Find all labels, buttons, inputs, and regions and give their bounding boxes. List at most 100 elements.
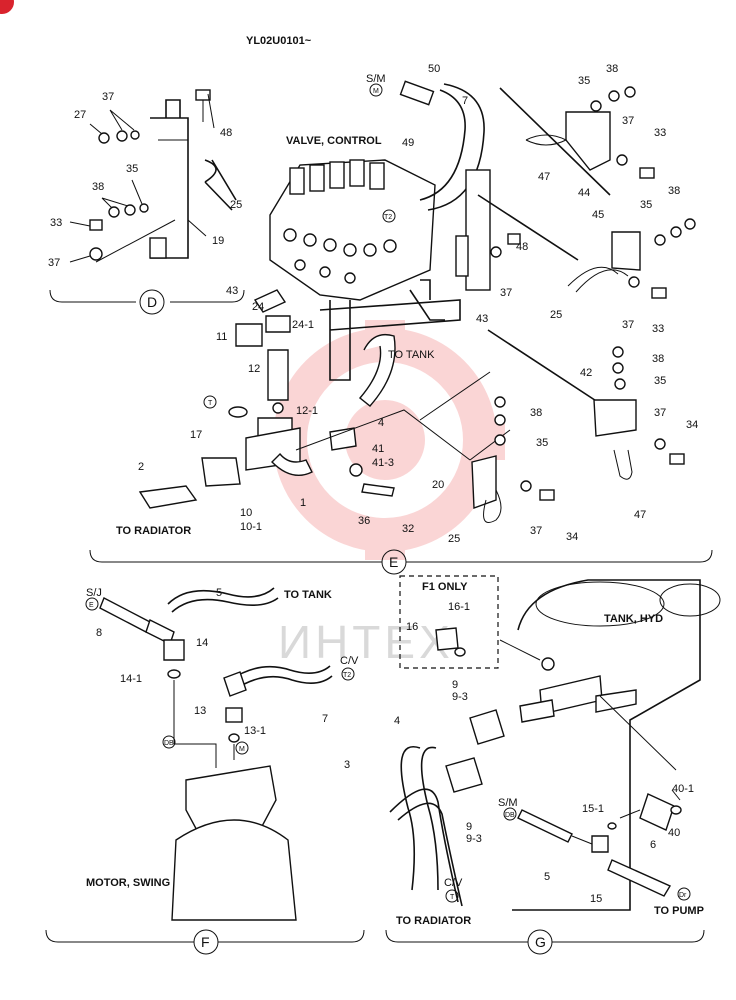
part-number-label: 37	[622, 115, 634, 127]
part-number-label: 37	[622, 319, 634, 331]
caption-to-pump: TO PUMP	[654, 905, 704, 917]
part-number-label: 27	[74, 109, 86, 121]
section-g-circle	[527, 929, 553, 955]
part-number-label: 13	[194, 705, 206, 717]
part-number-label: 33	[652, 323, 664, 335]
corner-badge-icon	[0, 0, 14, 14]
marker-m-2: M	[239, 746, 245, 753]
part-number-label: 37	[530, 525, 542, 537]
part-number-label: 15-1	[582, 803, 604, 815]
section-g-label: G	[535, 934, 546, 950]
part-number-label: 33	[654, 127, 666, 139]
part-number-label: 45	[592, 209, 604, 221]
part-number-label: 8	[96, 627, 102, 639]
caption-sm: S/M	[366, 73, 386, 85]
part-number-label: 9-3	[452, 691, 468, 703]
part-number-label: 9	[452, 679, 458, 691]
part-number-label: 15	[590, 893, 602, 905]
marker-t: T	[208, 400, 213, 407]
caption-cv-2: C/V	[444, 877, 463, 889]
part-number-label: 25	[230, 199, 242, 211]
part-number-label: 40-1	[672, 783, 694, 795]
part-number-label: 12-1	[296, 405, 318, 417]
part-number-label: 9	[466, 821, 472, 833]
part-number-label: 37	[102, 91, 114, 103]
part-number-label: 38	[92, 181, 104, 193]
part-number-label: 43	[226, 285, 238, 297]
part-number-label: 25	[448, 533, 460, 545]
part-number-label: 47	[538, 171, 550, 183]
part-number-label: 9-3	[466, 833, 482, 845]
caption-motor-swing: MOTOR, SWING	[86, 877, 170, 889]
part-number-label: 4	[394, 715, 400, 727]
part-number-label: 41-3	[372, 457, 394, 469]
part-number-label: 35	[536, 437, 548, 449]
part-number-label: 38	[668, 185, 680, 197]
part-number-label: 2	[138, 461, 144, 473]
watermark-text: ИНТЕХ	[278, 616, 454, 668]
caption-tank-hyd: TANK, HYD	[604, 613, 663, 625]
part-number-label: 10-1	[240, 521, 262, 533]
section-e-label: E	[389, 554, 398, 570]
part-number-label: 12	[248, 363, 260, 375]
part-number-label: 38	[652, 353, 664, 365]
part-number-label: 5	[216, 587, 222, 599]
part-number-label: 37	[48, 257, 60, 269]
marker-m: M	[373, 88, 379, 95]
section-d-label: D	[147, 294, 157, 310]
marker-db: DB	[164, 740, 174, 747]
marker-t2-2: T2	[343, 672, 351, 679]
part-number-label: 5	[544, 871, 550, 883]
caption-f1-only: F1 ONLY	[422, 581, 468, 593]
section-e-circle	[381, 549, 407, 575]
section-d-circle	[139, 289, 165, 315]
part-number-label: 40	[668, 827, 680, 839]
part-number-label: 35	[126, 163, 138, 175]
part-number-label: 25	[550, 309, 562, 321]
part-number-label: 35	[640, 199, 652, 211]
caption-to-tank-2: TO TANK	[284, 589, 332, 601]
marker-t-2: T	[450, 894, 455, 901]
part-number-label: 47	[634, 509, 646, 521]
part-number-label: 17	[190, 429, 202, 441]
marker-e: E	[89, 602, 94, 609]
part-number-label: 14	[196, 637, 208, 649]
part-number-label: 35	[654, 375, 666, 387]
caption-sm-2: S/M	[498, 797, 518, 809]
part-number-label: 6	[650, 839, 656, 851]
part-number-label: 24	[252, 301, 264, 313]
part-number-label: 34	[566, 531, 578, 543]
part-number-label: 37	[500, 287, 512, 299]
part-number-label: 3	[344, 759, 350, 771]
part-number-label: 37	[654, 407, 666, 419]
section-f-circle	[193, 929, 219, 955]
part-number-label: 16	[406, 621, 418, 633]
part-number-label: 36	[358, 515, 370, 527]
caption-to-radiator-2: TO RADIATOR	[396, 915, 471, 927]
part-number-label: 34	[686, 419, 698, 431]
diagram-code: YL02U0101~	[246, 35, 312, 47]
part-number-label: 41	[372, 443, 384, 455]
part-number-label: 7	[462, 95, 468, 107]
part-number-label: 43	[476, 313, 488, 325]
part-number-label: 13-1	[244, 725, 266, 737]
part-number-label: 24-1	[292, 319, 314, 331]
section-d-group	[49, 89, 245, 315]
part-number-label: 32	[402, 523, 414, 535]
right-bracket-group-1	[525, 86, 696, 299]
marker-t2: T2	[384, 214, 392, 221]
section-e-parts	[89, 289, 713, 575]
part-number-label: 49	[402, 137, 414, 149]
part-number-label: 16-1	[448, 601, 470, 613]
caption-to-radiator: TO RADIATOR	[116, 525, 191, 537]
part-number-label: 1	[300, 497, 306, 509]
part-number-label: 7	[322, 713, 328, 725]
caption-sj: S/J	[86, 587, 102, 599]
section-f-group	[45, 587, 365, 955]
marker-dr: Dr	[679, 892, 687, 899]
part-number-label: 10	[240, 507, 252, 519]
control-valve-group	[269, 80, 611, 411]
part-number-label: 50	[428, 63, 440, 75]
